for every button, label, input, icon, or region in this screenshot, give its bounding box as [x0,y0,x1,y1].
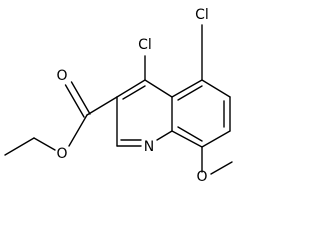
bond-c4a-c5 [171,79,203,98]
bond-carbonyl-c3 [86,96,118,116]
bond-methoxy-o-ch3 [210,161,233,175]
bond-c-o-double-b [70,81,91,115]
bond-c8a-n1 [156,130,173,141]
bond-c4-c4a [144,79,173,98]
bond-c4a-c5-inner [177,85,203,101]
bond-ester-o-ch2 [33,137,56,151]
bond-c3-c4 [116,79,146,98]
atom-cl-5: Cl [195,7,209,23]
structure-canvas: Cl Cl O O N O [4,7,233,184]
atom-n-1: N [144,139,154,155]
bond-c8-c8a [171,130,203,148]
atom-cl-4: Cl [138,37,152,53]
atom-labels: Cl Cl O O N O [56,7,208,184]
bond-c7-c8 [201,130,231,148]
bond-carbonyl-ester-o [68,114,88,147]
bonds [4,24,233,175]
bond-ch2-ch3 [4,137,35,156]
atom-o-ester: O [56,146,67,162]
bond-c3-c4-inner [122,85,146,100]
bond-c8-c8a-inner [177,126,203,142]
bond-c5-c6 [201,79,231,98]
bond-c-o-double-a [64,84,85,118]
atom-o-carbonyl: O [56,68,67,84]
atom-o-methoxy: O [196,169,207,184]
